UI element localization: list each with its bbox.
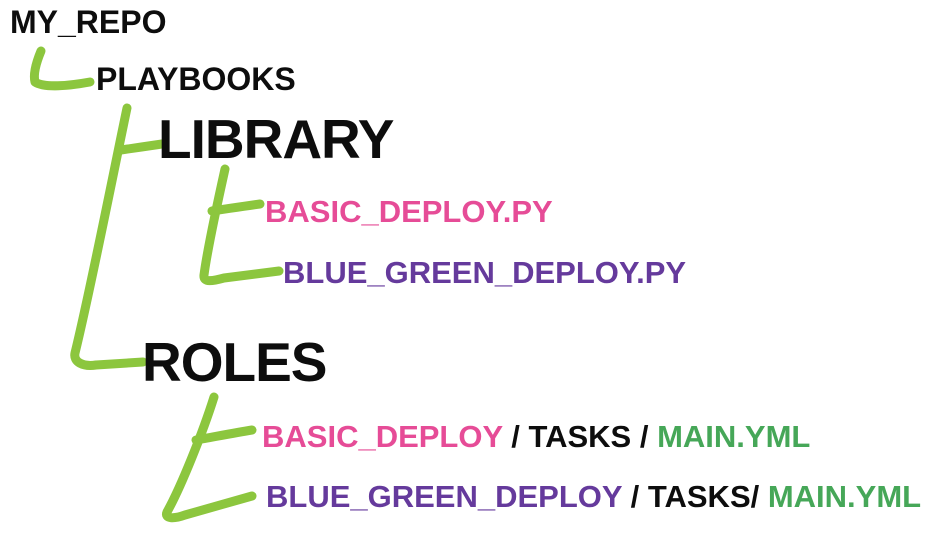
roles-folder-label: ROLES <box>142 331 327 393</box>
path-separator: / TASKS/ <box>622 479 768 514</box>
connector-playbooks-to-library-tick <box>116 139 167 155</box>
connector-playbooks-trunk <box>70 103 148 370</box>
connector-library-children-trunk <box>199 164 284 286</box>
connector-roles-children-trunk <box>162 392 257 523</box>
library-file-blue-green-deploy: BLUE_GREEN_DEPLOY.PY <box>283 255 687 290</box>
role-name: BASIC_DEPLOY <box>262 419 503 454</box>
file-name: MAIN.YML <box>767 479 922 514</box>
roles-path-blue-green-deploy: BLUE_GREEN_DEPLOY / TASKS/ MAIN.YML <box>266 481 921 512</box>
library-folder-label: LIBRARY <box>158 108 394 170</box>
connector-roles-to-basic-tick <box>191 425 257 445</box>
connector-library-to-basic-tick <box>207 199 265 216</box>
repo-root-label: MY_REPO <box>10 4 167 40</box>
role-name: BLUE_GREEN_DEPLOY <box>266 479 623 514</box>
playbooks-folder-label: PLAYBOOKS <box>96 61 296 97</box>
path-separator: / TASKS / <box>502 419 658 454</box>
roles-path-basic-deploy: BASIC_DEPLOY / TASKS / MAIN.YML <box>262 421 810 452</box>
file-name: MAIN.YML <box>657 419 811 454</box>
library-file-basic-deploy: BASIC_DEPLOY.PY <box>265 194 553 229</box>
connector-root-to-playbooks <box>29 46 95 91</box>
